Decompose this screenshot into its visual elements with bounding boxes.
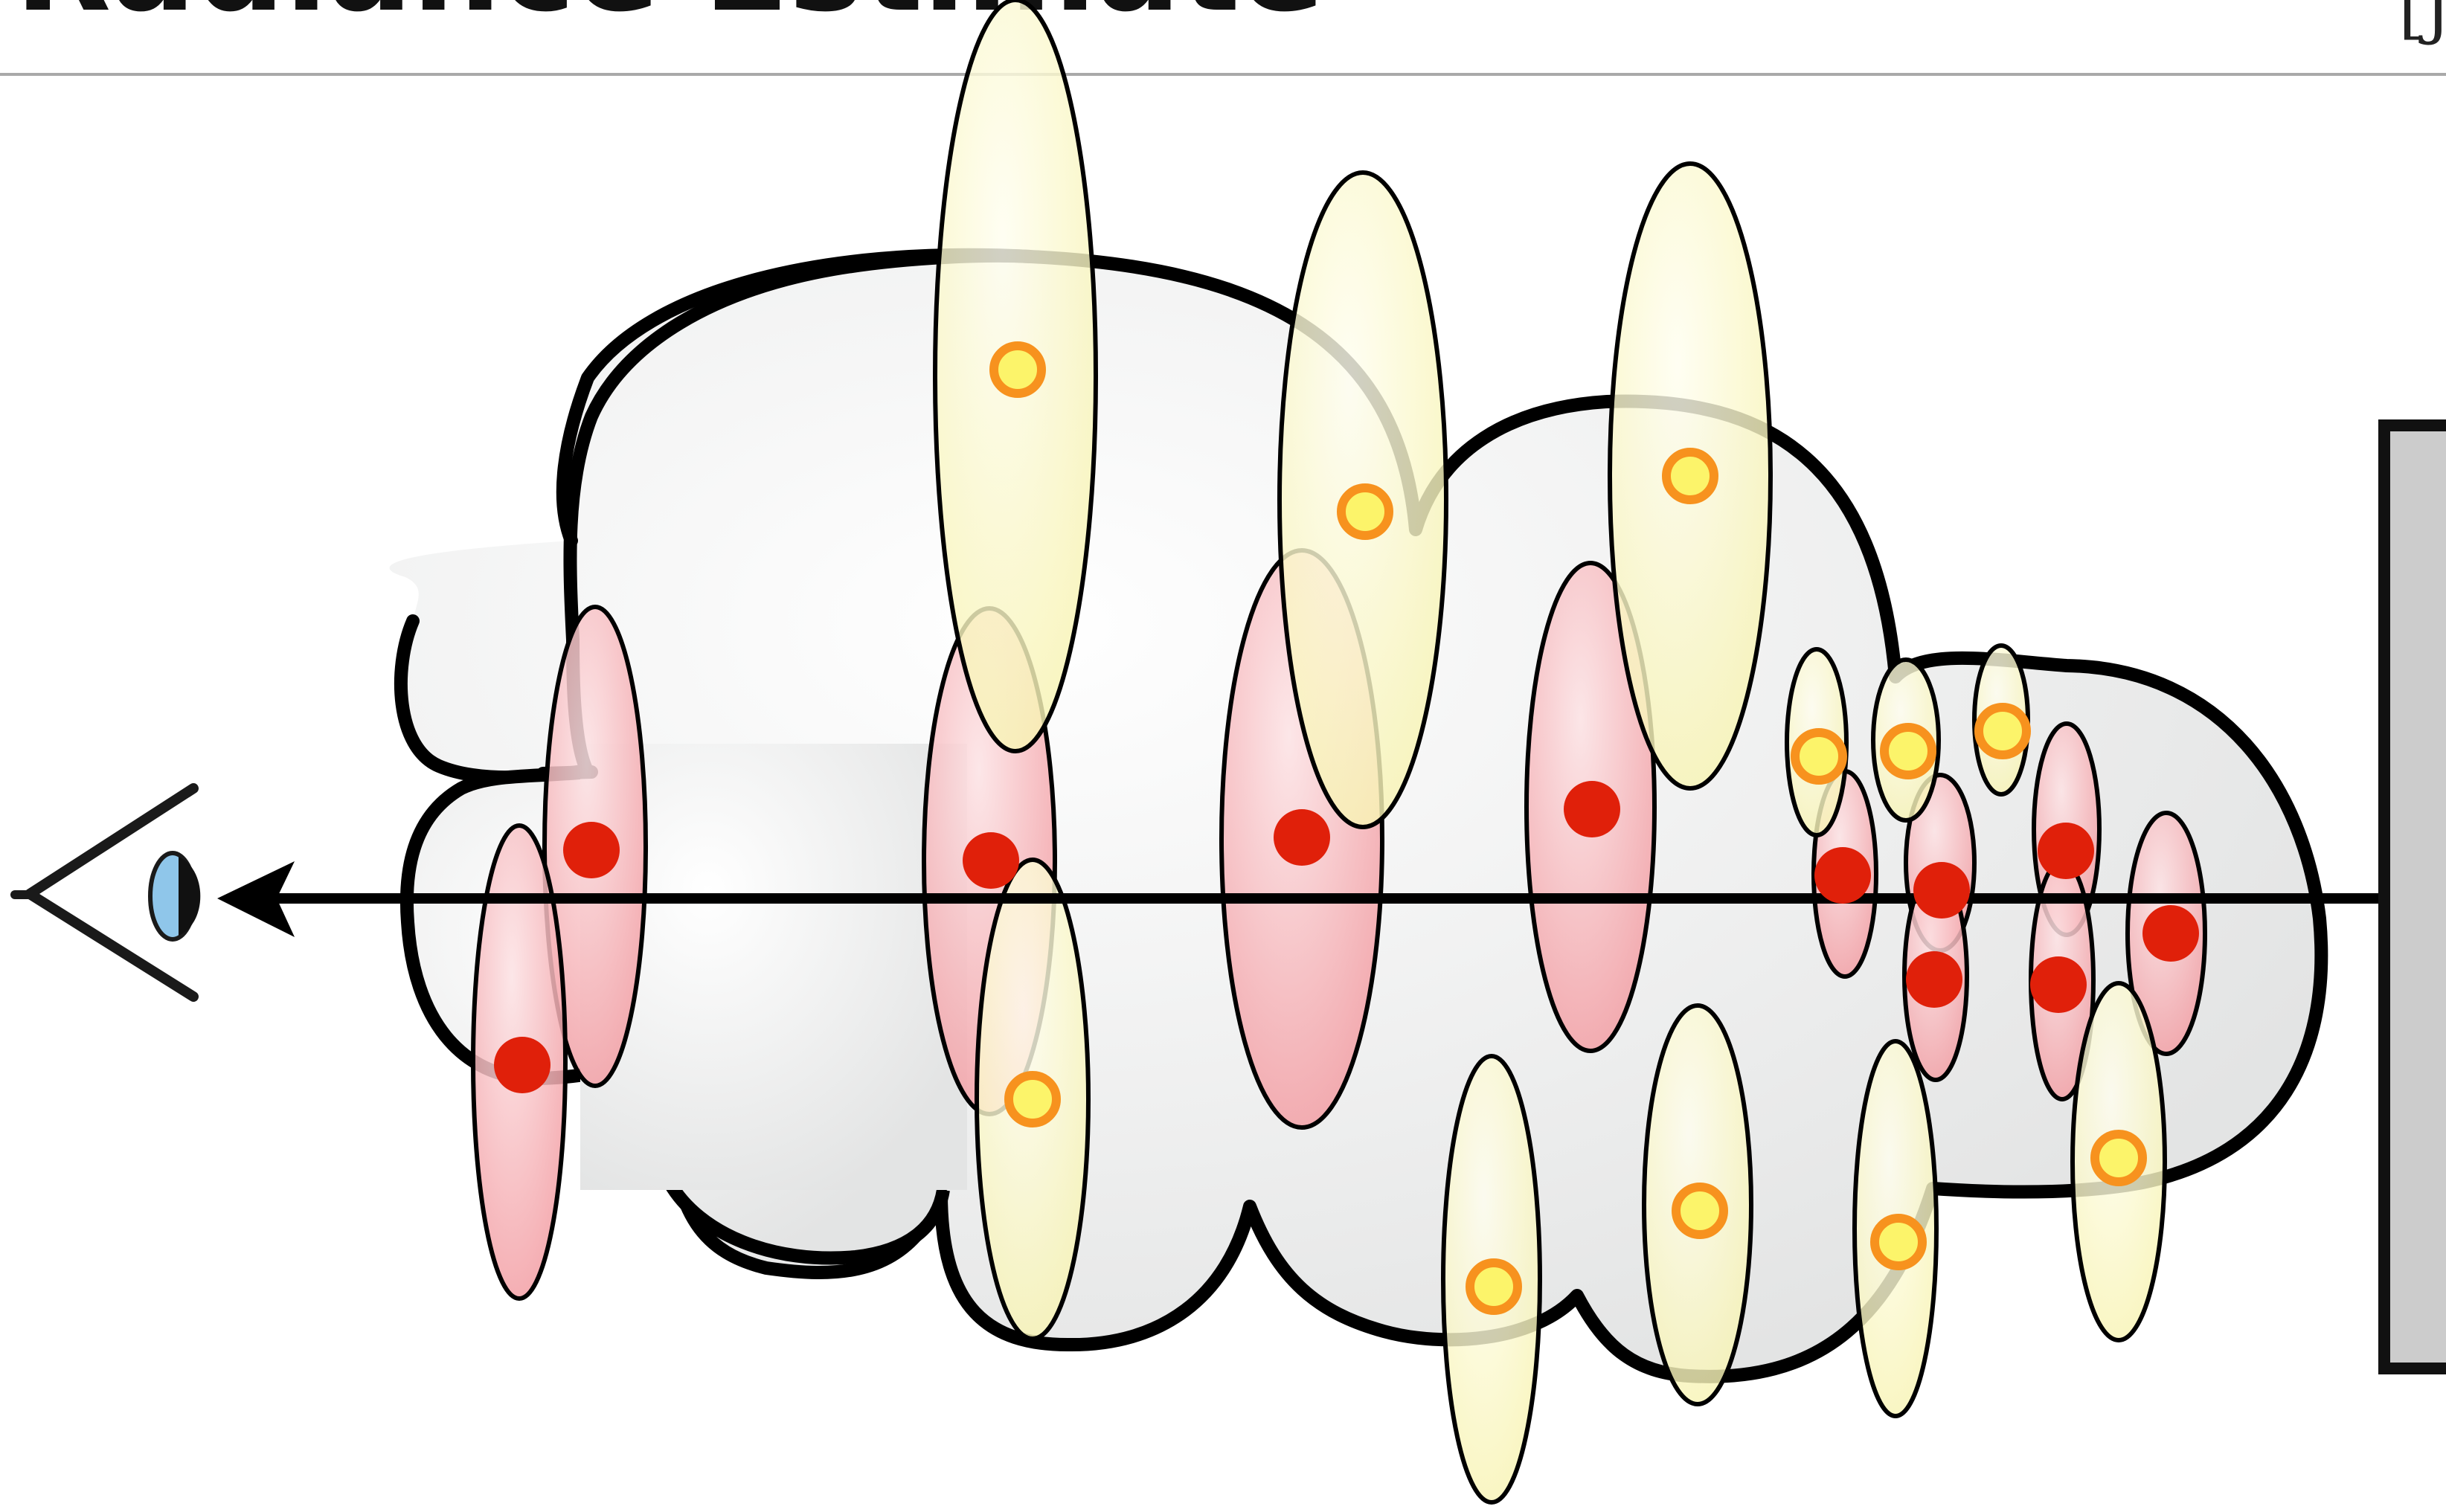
secondary-photon-dot xyxy=(1466,1258,1522,1315)
secondary-photon-dot xyxy=(2090,1130,2147,1186)
secondary-photon-dot xyxy=(989,341,1046,398)
slide-citation: [J xyxy=(2398,0,2446,47)
primary-photon-dot xyxy=(563,822,620,878)
primary-photon-dot xyxy=(2142,905,2199,962)
primary-photon-dot xyxy=(1913,862,1970,919)
primary-photon-dot xyxy=(2038,823,2094,879)
primary-photon-dot xyxy=(1814,847,1871,904)
secondary-photon-dot xyxy=(1880,723,1936,779)
title-divider xyxy=(0,73,2446,76)
light-panel-icon xyxy=(2378,419,2446,1374)
primary-photon-dot xyxy=(494,1037,550,1093)
primary-photon-dot xyxy=(1564,781,1620,837)
secondary-photon-dot xyxy=(1672,1183,1728,1239)
primary-photon-dot xyxy=(1274,809,1330,866)
slide-title: Radiance Estimate xyxy=(15,0,1325,30)
arrow-left-icon xyxy=(217,861,295,937)
secondary-photon-dots xyxy=(989,341,2147,1315)
secondary-photon-group xyxy=(933,0,2167,1505)
secondary-photon-dot xyxy=(1337,483,1393,540)
primary-photon-dots xyxy=(494,781,2199,1093)
primary-photon-dot xyxy=(1906,951,1962,1008)
secondary-photon-dot xyxy=(1870,1214,1927,1270)
primary-photon-dot xyxy=(2030,956,2087,1013)
secondary-photon-dot xyxy=(1662,448,1718,504)
secondary-photon-dot xyxy=(1974,703,2031,759)
eye-icon xyxy=(10,783,201,1002)
secondary-photon-dot xyxy=(1791,728,1847,785)
secondary-photon-dot xyxy=(1004,1071,1061,1127)
primary-photon-dot xyxy=(963,832,1019,889)
